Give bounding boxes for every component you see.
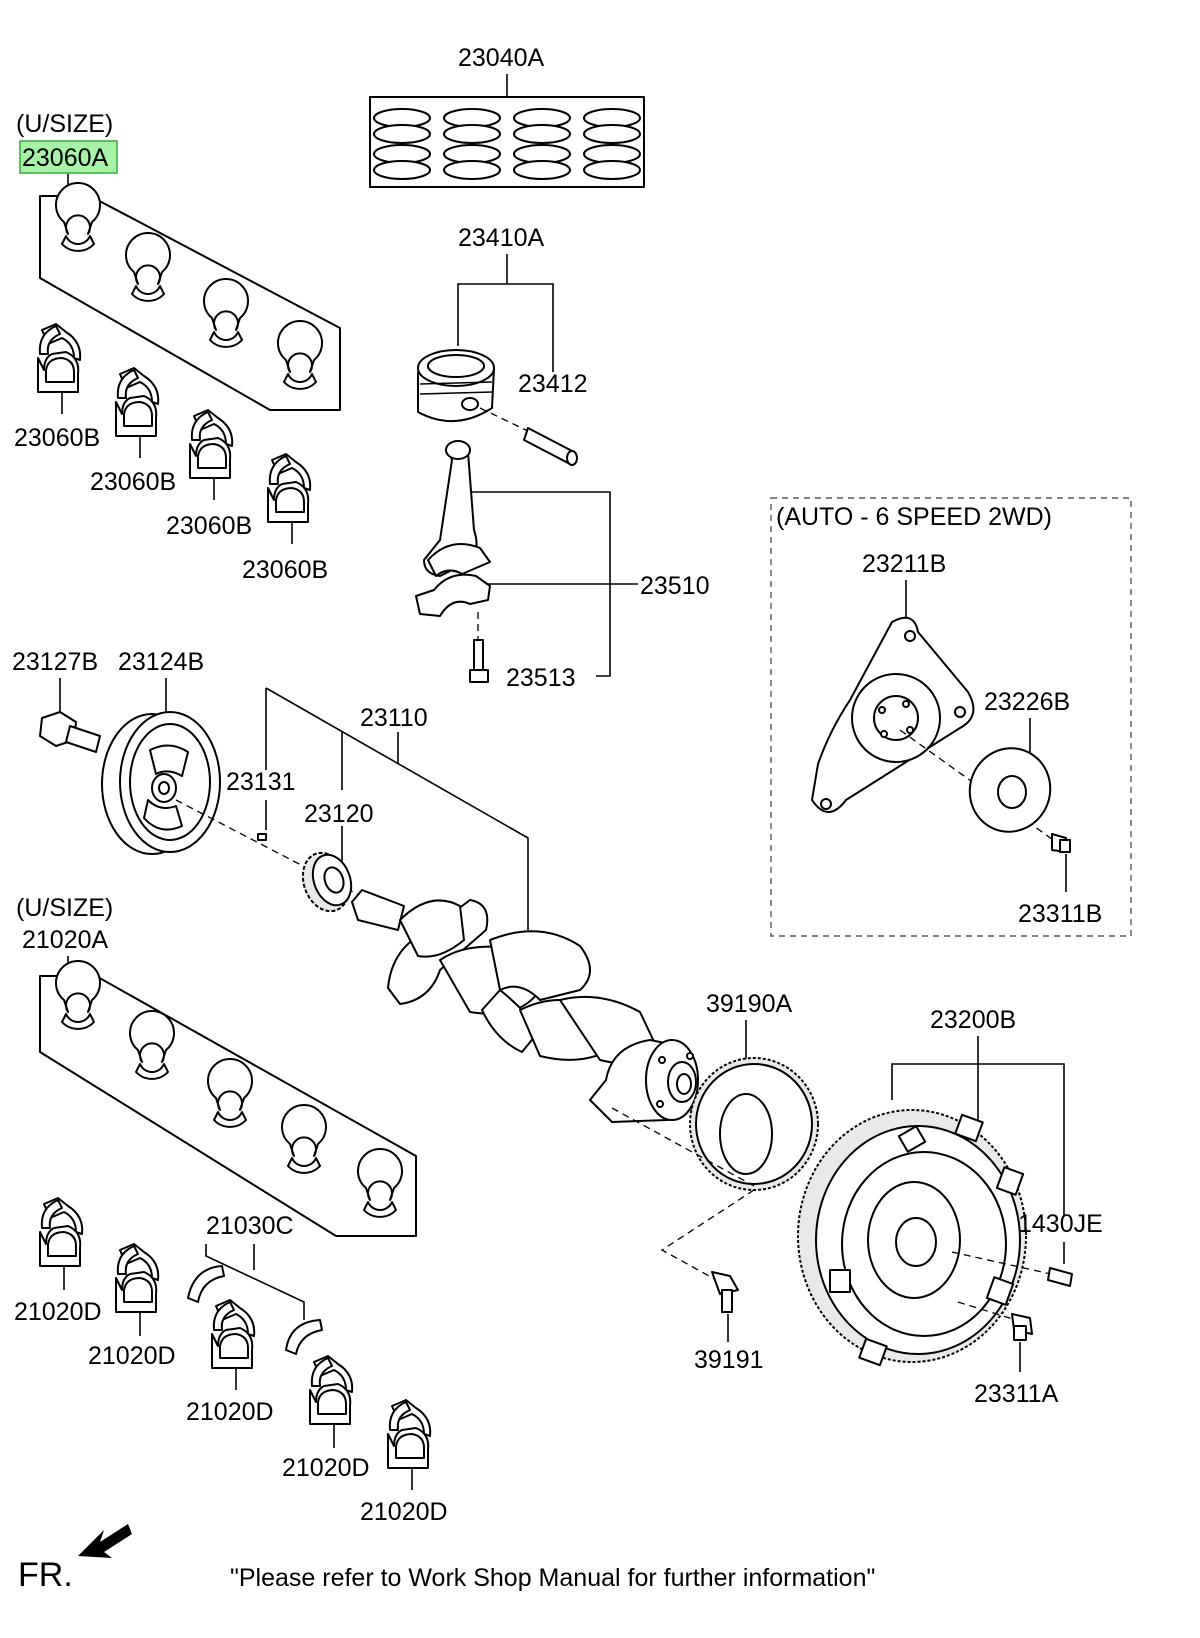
front-arrow-icon [78,1524,132,1558]
ring-gear-bolt [711,1271,739,1313]
footer-note: "Please refer to Work Shop Manual for fu… [230,1564,875,1592]
dowel-pin [1047,1267,1073,1287]
label-23510[interactable]: 23510 [640,572,710,600]
piston [417,349,495,422]
label-23226B[interactable]: 23226B [984,688,1070,716]
label-21020D-2[interactable]: 21020D [88,1342,176,1370]
label-23060B-1[interactable]: 23060B [14,424,100,452]
highlight-23060A [19,140,118,174]
label-39190A[interactable]: 39190A [706,990,793,1018]
label-1430JE[interactable]: 1430JE [1018,1210,1103,1238]
label-23110[interactable]: 23110 [360,704,428,732]
crankshaft [351,889,699,1123]
main-bearing-pair-3 [189,409,234,479]
front-label: FR. [18,1556,73,1594]
woodruff-key [257,833,267,841]
thrust-washer-1 [187,1265,225,1303]
label-21020D-1[interactable]: 21020D [14,1298,102,1326]
label-39191[interactable]: 39191 [694,1346,764,1374]
thrust-washer-2 [285,1319,323,1355]
main-bearing-pair-1 [37,323,82,393]
label-23410A[interactable]: 23410A [458,224,545,252]
main-bearing-pair-2 [115,367,160,437]
label-23060B-4[interactable]: 23060B [242,556,328,584]
label-23513[interactable]: 23513 [506,664,576,692]
piston-pin [523,427,578,466]
upper-main-bearing-set [39,182,341,411]
label-23060B-3[interactable]: 23060B [166,512,252,540]
label-23311B[interactable]: 23311B [1018,900,1102,928]
label-23311A[interactable]: 23311A [974,1380,1059,1408]
piston-ring-set [369,96,645,188]
label-23127B[interactable]: 23127B [12,648,98,676]
label-usize-top: (U/SIZE) [16,110,113,138]
label-23131[interactable]: 23131 [226,768,296,796]
label-21020D-4[interactable]: 21020D [282,1454,370,1482]
label-23060A[interactable]: 23060A [22,144,109,172]
ring-gear-plate [689,1057,819,1191]
pulley-bolt [39,711,101,753]
label-23200B[interactable]: 23200B [930,1006,1016,1034]
label-usize-bottom: (U/SIZE) [16,894,113,922]
label-23120[interactable]: 23120 [304,800,374,828]
lower-bearing-pair-2 [115,1243,160,1313]
label-21020A[interactable]: 21020A [22,926,109,954]
label-21030C[interactable]: 21030C [206,1212,294,1240]
auto-group-box [770,497,1132,937]
flywheel [797,1109,1027,1367]
lower-bearing-pair-4 [309,1355,354,1425]
lower-bearing-pair-5 [387,1399,432,1469]
label-23040A[interactable]: 23040A [458,44,545,72]
label-23211B[interactable]: 23211B [862,550,946,578]
main-bearing-pair-4 [267,453,312,523]
flywheel-bolt [1011,1313,1033,1341]
label-21020D-3[interactable]: 21020D [186,1398,274,1426]
lower-bearing-pair-1 [39,1197,84,1267]
lower-main-bearing-set [39,960,417,1237]
adapter-plate [968,747,1052,833]
rod-cap-bolt [469,639,489,683]
label-21020D-5[interactable]: 21020D [360,1498,448,1526]
label-23060B-2[interactable]: 23060B [90,468,176,496]
drive-plate-bolt [1051,833,1071,853]
drive-plate [811,616,975,813]
crankshaft-sprocket [301,851,353,913]
connecting-rod [415,440,491,617]
crankshaft-pulley [101,711,221,855]
lower-bearing-pair-3 [211,1299,256,1369]
label-23124B[interactable]: 23124B [118,648,204,676]
label-23412[interactable]: 23412 [518,370,588,398]
label-auto-group: (AUTO - 6 SPEED 2WD) [776,503,1052,531]
